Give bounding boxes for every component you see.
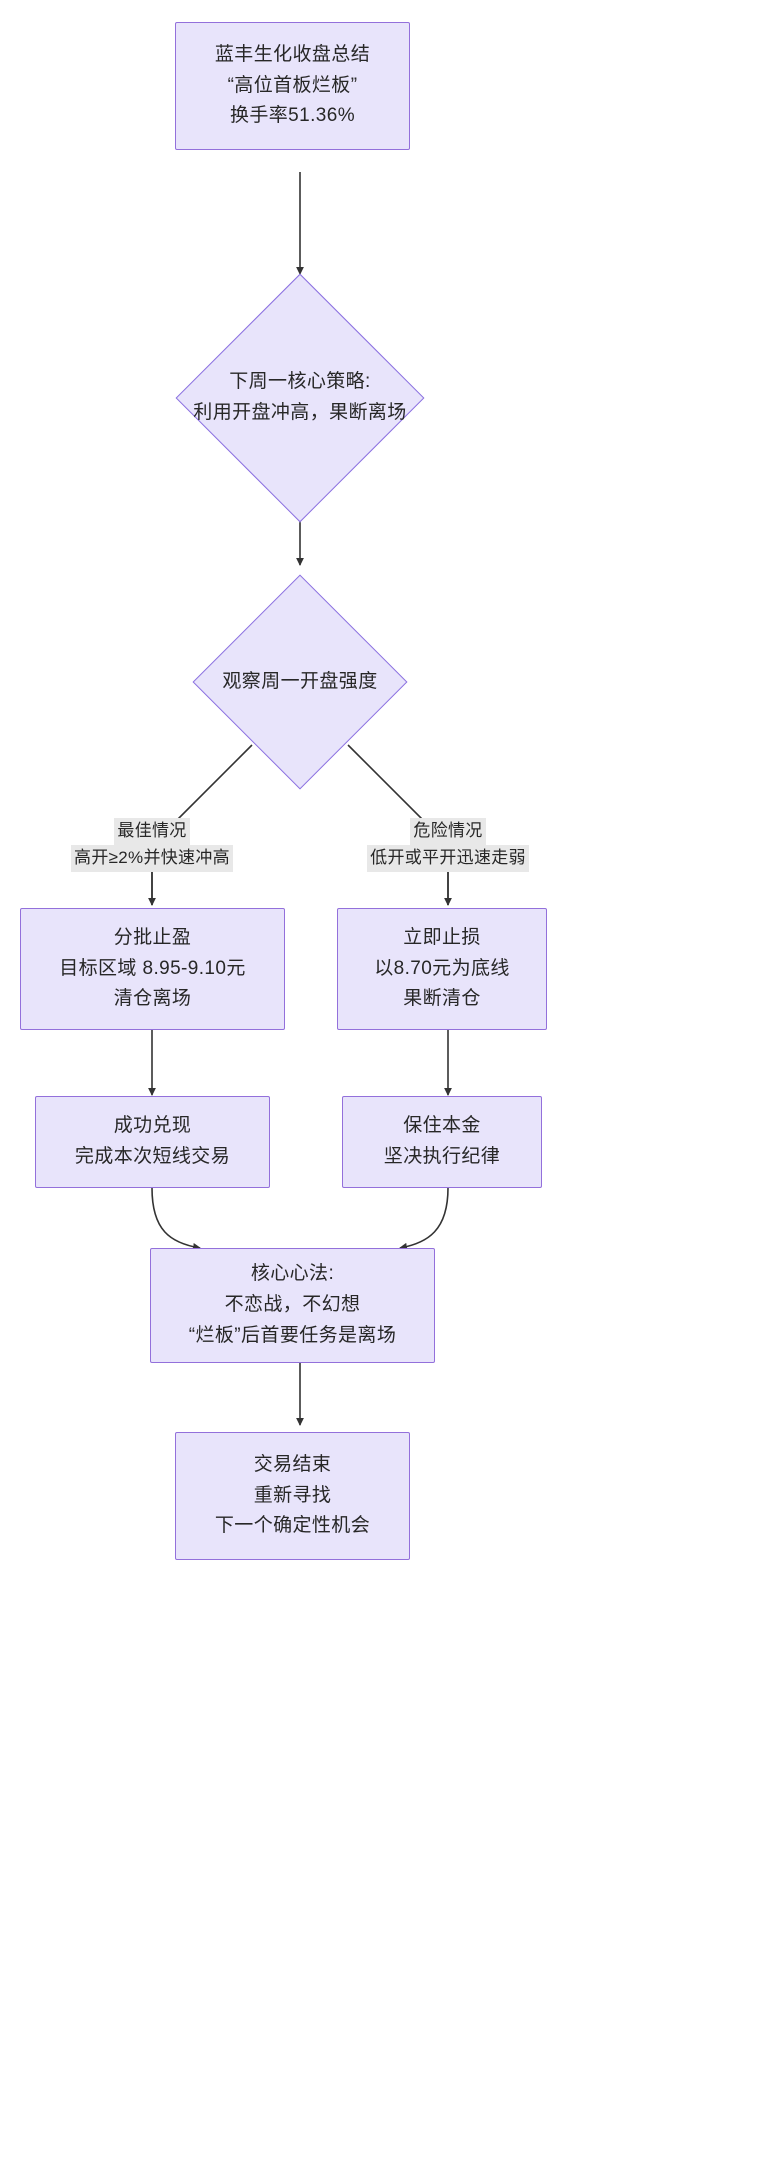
node-immediate-stop-loss-line-1: 立即止损 [403, 926, 481, 948]
node-preserve-capital-line-1: 保住本金 [403, 1115, 481, 1137]
edge-label-best-case-row-1: 最佳情况 [24, 818, 280, 845]
node-core-mindset-line-2: 不恋战，不幻想 [224, 1294, 361, 1316]
edge-label-danger-case-row-2: 低开或平开迅速走弱 [320, 844, 576, 872]
node-scaled-take-profit[interactable]: 分批止盈 目标区域 8.95-9.10元 清仓离场 [20, 908, 285, 1030]
node-core-mindset-line-1: 核心心法: [250, 1263, 335, 1285]
node-close-summary-line-3: 换手率51.36% [229, 105, 356, 127]
node-trade-end-line-3: 下一个确定性机会 [214, 1515, 371, 1537]
node-preserve-capital[interactable]: 保住本金 坚决执行纪律 [342, 1096, 542, 1188]
node-close-summary[interactable]: 蓝丰生化收盘总结 “高位首板烂板” 换手率51.36% [175, 22, 410, 150]
edge-preserve-to-core [399, 1187, 449, 1251]
edge-label-danger-case: 危险情况 低开或平开迅速走弱 [320, 818, 576, 872]
node-observe-open-strength-text: 观察周一开盘强度 [222, 667, 377, 698]
edge-label-best-case-row-2: 高开≥2%并快速冲高 [24, 844, 280, 872]
node-core-mindset[interactable]: 核心心法: 不恋战，不幻想 “烂板”后首要任务是离场 [150, 1248, 435, 1363]
node-next-week-strategy[interactable]: 下周一核心策略: 利用开盘冲高，果断离场 [148, 273, 452, 523]
node-trade-end-line-2: 重新寻找 [253, 1484, 332, 1506]
node-trade-end-line-1: 交易结束 [253, 1453, 332, 1475]
node-immediate-stop-loss[interactable]: 立即止损 以8.70元为底线 果断清仓 [337, 908, 547, 1030]
node-successful-realization[interactable]: 成功兑现 完成本次短线交易 [35, 1096, 270, 1188]
node-close-summary-line-2: “高位首板烂板” [227, 74, 358, 96]
node-scaled-take-profit-line-2: 目标区域 8.95-9.10元 [59, 957, 246, 979]
node-observe-open-strength-line-1: 观察周一开盘强度 [222, 671, 378, 693]
node-immediate-stop-loss-line-3: 果断清仓 [403, 988, 481, 1010]
node-next-week-strategy-line-2: 利用开盘冲高，果断离场 [193, 402, 407, 423]
node-observe-open-strength[interactable]: 观察周一开盘强度 [185, 574, 415, 790]
edge-success-to-core [151, 1187, 201, 1251]
node-trade-end[interactable]: 交易结束 重新寻找 下一个确定性机会 [175, 1432, 410, 1560]
node-successful-realization-line-1: 成功兑现 [113, 1115, 192, 1137]
edge-label-best-case: 最佳情况 高开≥2%并快速冲高 [24, 818, 280, 872]
node-immediate-stop-loss-line-2: 以8.70元为底线 [374, 957, 510, 979]
edge-label-danger-case-row-1: 危险情况 [320, 818, 576, 845]
node-core-mindset-line-3: “烂板”后首要任务是离场 [188, 1324, 397, 1346]
node-preserve-capital-line-2: 坚决执行纪律 [383, 1146, 501, 1167]
node-scaled-take-profit-line-3: 清仓离场 [113, 988, 192, 1010]
node-successful-realization-line-2: 完成本次短线交易 [74, 1146, 231, 1167]
node-scaled-take-profit-line-1: 分批止盈 [113, 926, 192, 948]
node-next-week-strategy-line-1: 下周一核心策略: [229, 371, 371, 393]
node-close-summary-line-1: 蓝丰生化收盘总结 [214, 43, 371, 65]
node-next-week-strategy-text: 下周一核心策略: 利用开盘冲高，果断离场 [193, 367, 406, 429]
